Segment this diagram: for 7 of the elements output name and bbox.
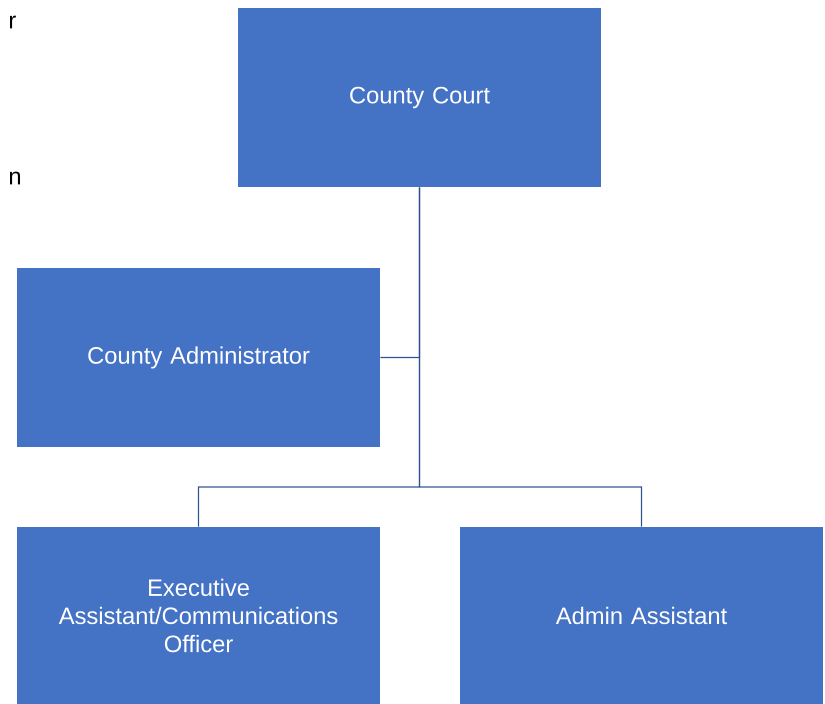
org-box: Executive Assistant/Communications Officer — [17, 527, 380, 704]
connector-line — [418, 187, 642, 527]
text-fragment: r — [10, 16, 16, 28]
org-box: Admin Assistant — [460, 527, 823, 704]
org-box: County Court — [238, 8, 601, 187]
org-box: County Administrator — [17, 268, 380, 447]
text-fragment: n — [10, 172, 20, 184]
